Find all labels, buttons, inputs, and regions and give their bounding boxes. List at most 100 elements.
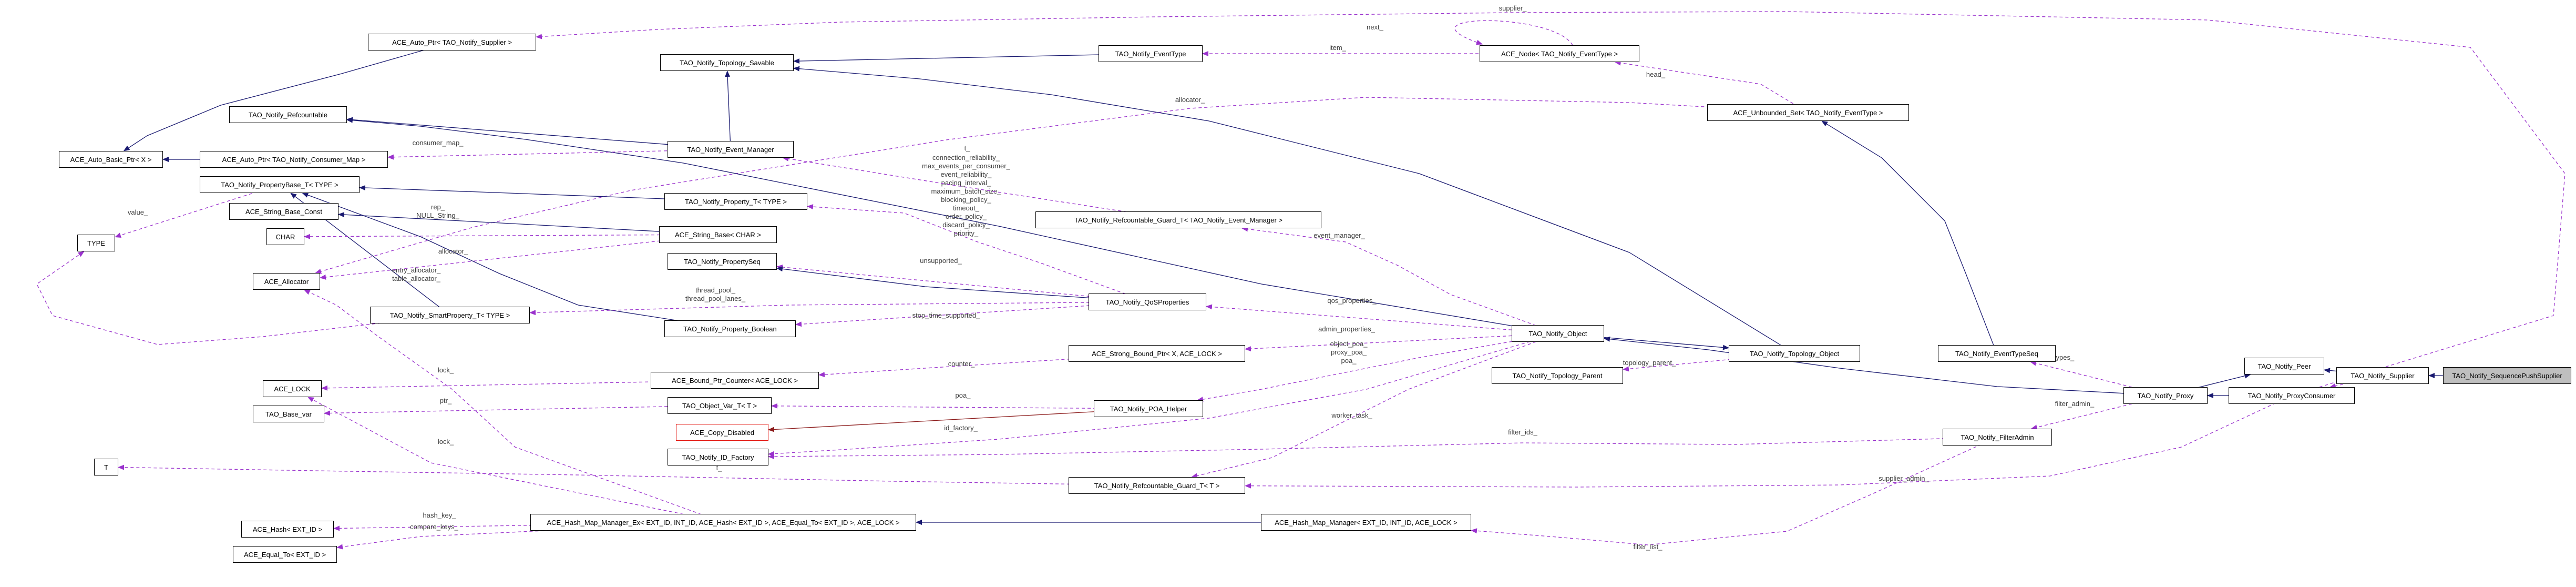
edge-notify_object-strong_bound_ptr [1245, 333, 1558, 352]
edge-label: lock_ [438, 366, 454, 374]
class-node-char[interactable]: CHAR [266, 228, 304, 245]
edge-strong_bound_ptr-bound_ptr_counter [818, 353, 1157, 378]
edge-event_type-topology_savable [793, 53, 1151, 64]
class-node-topology_savable[interactable]: TAO_Notify_Topology_Savable [660, 54, 794, 71]
edge-label: admin_properties_ [1318, 325, 1375, 333]
edge-label: blocking_policy_ [941, 196, 991, 204]
class-node-id_factory[interactable]: TAO_Notify_ID_Factory [668, 449, 768, 465]
class-node-property_seq[interactable]: TAO_Notify_PropertySeq [668, 253, 777, 270]
class-node-poa_helper[interactable]: TAO_Notify_POA_Helper [1094, 400, 1203, 417]
edge-auto_ptr_supplier-auto_basic_ptr [123, 42, 453, 151]
class-node-string_base_char[interactable]: ACE_String_Base< CHAR > [659, 226, 777, 243]
class-node-refcountable[interactable]: TAO_Notify_Refcountable [229, 106, 347, 123]
edge-event_type_seq-unbounded_set [1821, 120, 1997, 354]
edge-label: order_policy_ [946, 212, 987, 220]
class-node-base_var[interactable]: TAO_Base_var [253, 406, 324, 422]
edge-label: thread_pool_ [695, 286, 736, 294]
class-node-hash_map_manager[interactable]: ACE_Hash_Map_Manager< EXT_ID, INT_ID, AC… [1261, 514, 1471, 531]
edge-string_base_char-char [304, 234, 719, 239]
edge-filter_admin-hash_map_manager [1471, 437, 1998, 545]
edge-label: topology_parent_ [1623, 359, 1676, 367]
edge-poa_helper-object_var_t [771, 403, 1149, 409]
edge-label: consumer_map_ [413, 139, 464, 147]
class-node-property_t[interactable]: TAO_Notify_Property_T< TYPE > [664, 193, 807, 210]
class-node-refguard_t[interactable]: TAO_Notify_Refcountable_Guard_T< T > [1069, 477, 1245, 494]
class-node-auto_ptr_supplier[interactable]: ACE_Auto_Ptr< TAO_Notify_Supplier > [368, 34, 536, 50]
class-node-supplier[interactable]: TAO_Notify_Supplier [2336, 367, 2429, 384]
class-node-qos_properties[interactable]: TAO_Notify_QoSProperties [1089, 294, 1206, 310]
edge-label: qos_properties_ [1327, 297, 1377, 305]
edge-notify_object-qos_properties [1206, 304, 1558, 334]
class-node-event_type_seq[interactable]: TAO_Notify_EventTypeSeq [1938, 345, 2056, 362]
edge-notify_object-refguard_event_manager [1241, 226, 1558, 334]
class-node-notify_object[interactable]: TAO_Notify_Object [1512, 325, 1604, 342]
edge-filter_admin-id_factory [768, 437, 1998, 459]
class-node-strong_bound_ptr[interactable]: ACE_Strong_Bound_Ptr< X, ACE_LOCK > [1069, 345, 1245, 362]
edge-qos_properties-property_seq [776, 264, 1148, 302]
edge-poa_helper-copy_disabled [768, 408, 1149, 432]
edge-label: filter_ids_ [1508, 428, 1537, 436]
edge-label: discard_policy_ [942, 221, 990, 229]
class-node-ace_equal_to[interactable]: ACE_Equal_To< EXT_ID > [233, 546, 337, 563]
class-node-string_base_const[interactable]: ACE_String_Base_Const [229, 203, 338, 220]
edge-smart_property-type [36, 251, 450, 345]
class-node-hash_map_manager_ex[interactable]: ACE_Hash_Map_Manager_Ex< EXT_ID, INT_ID,… [530, 514, 916, 531]
edge-label: stop_time_supported_ [912, 311, 980, 319]
class-node-topology_object[interactable]: TAO_Notify_Topology_Object [1729, 345, 1860, 362]
edge-label: counter_ [948, 360, 975, 368]
class-node-property_boolean[interactable]: TAO_Notify_Property_Boolean [664, 320, 796, 337]
class-node-type[interactable]: TYPE [77, 235, 115, 251]
class-node-peer[interactable]: TAO_Notify_Peer [2244, 358, 2324, 375]
class-node-ace_hash[interactable]: ACE_Hash< EXT_ID > [241, 521, 334, 538]
class-node-auto_ptr_consumer_map[interactable]: ACE_Auto_Ptr< TAO_Notify_Consumer_Map > [200, 151, 388, 168]
class-node-topology_parent[interactable]: TAO_Notify_Topology_Parent [1492, 367, 1623, 384]
edge-label: next_ [1367, 23, 1384, 31]
edge-label: filter_admin_ [2055, 400, 2095, 408]
edge-qos_properties-smart_property [529, 301, 1148, 316]
edge-label: connection_reliability_ [932, 154, 1000, 161]
edge-label: event_reliability_ [941, 170, 992, 178]
edge-notify_object-poa_helper [1196, 333, 1558, 402]
class-node-smart_property[interactable]: TAO_Notify_SmartProperty_T< TYPE > [370, 307, 530, 323]
class-node-filter_admin[interactable]: TAO_Notify_FilterAdmin [1943, 429, 2052, 446]
class-node-t[interactable]: T [94, 459, 118, 475]
edge-label: worker_task_ [1331, 411, 1372, 419]
edge-notify_object-refguard_t [1191, 333, 1558, 479]
class-node-proxy_consumer[interactable]: TAO_Notify_ProxyConsumer [2229, 387, 2355, 404]
edge-label: compare_keys_ [410, 523, 459, 531]
class-node-ace_lock[interactable]: ACE_LOCK [263, 380, 322, 397]
edge-label: proxy_poa_ [1331, 348, 1367, 356]
edge-label: pacing_interval_ [941, 179, 991, 187]
edge-event_manager-topology_savable [725, 70, 731, 150]
edge-string_base_char-string_base_const [338, 212, 719, 235]
class-node-proxy[interactable]: TAO_Notify_Proxy [2123, 387, 2208, 404]
edge-label: event_manager_ [1313, 231, 1365, 239]
class-node-refguard_event_manager[interactable]: TAO_Notify_Refcountable_Guard_T< TAO_Not… [1035, 211, 1321, 228]
edge-label: supplier_admin_ [1879, 474, 1929, 482]
edge-label: max_events_per_consumer_ [922, 162, 1010, 170]
class-node-node_event_type[interactable]: ACE_Node< TAO_Notify_EventType > [1480, 45, 1639, 62]
class-node-property_base[interactable]: TAO_Notify_PropertyBase_T< TYPE > [200, 176, 360, 193]
class-node-auto_basic_ptr[interactable]: ACE_Auto_Basic_Ptr< X > [59, 151, 163, 168]
class-node-bound_ptr_counter[interactable]: ACE_Bound_Ptr_Counter< ACE_LOCK > [651, 372, 819, 389]
edge-label: lock_ [438, 438, 454, 446]
edge-label: priority_ [954, 229, 979, 237]
edge-label: object_poa_ [1330, 340, 1368, 348]
edge-string_base_char-allocator [320, 234, 719, 280]
class-node-copy_disabled[interactable]: ACE_Copy_Disabled [676, 424, 768, 441]
edge-object_var_t-base_var [324, 405, 720, 416]
edge-node_event_type-node_event_type [1454, 20, 1573, 46]
class-node-object_var_t[interactable]: TAO_Object_Var_T< T > [668, 397, 772, 414]
edge-event_manager-auto_ptr_consumer_map [387, 149, 731, 160]
class-node-event_manager[interactable]: TAO_Notify_Event_Manager [668, 141, 794, 158]
edge-label: t_ [716, 464, 723, 472]
edge-label: value_ [128, 208, 148, 216]
class-node-unbounded_set[interactable]: ACE_Unbounded_Set< TAO_Notify_EventType … [1707, 104, 1909, 121]
class-node-allocator[interactable]: ACE_Allocator [253, 273, 320, 290]
edge-label: thread_pool_lanes_ [685, 295, 746, 302]
edge-proxy_consumer-refguard_t [1245, 395, 2292, 489]
edge-label: allocator_ [438, 247, 468, 255]
edge-label: unsupported_ [920, 257, 962, 265]
class-node-event_type[interactable]: TAO_Notify_EventType [1099, 45, 1203, 62]
